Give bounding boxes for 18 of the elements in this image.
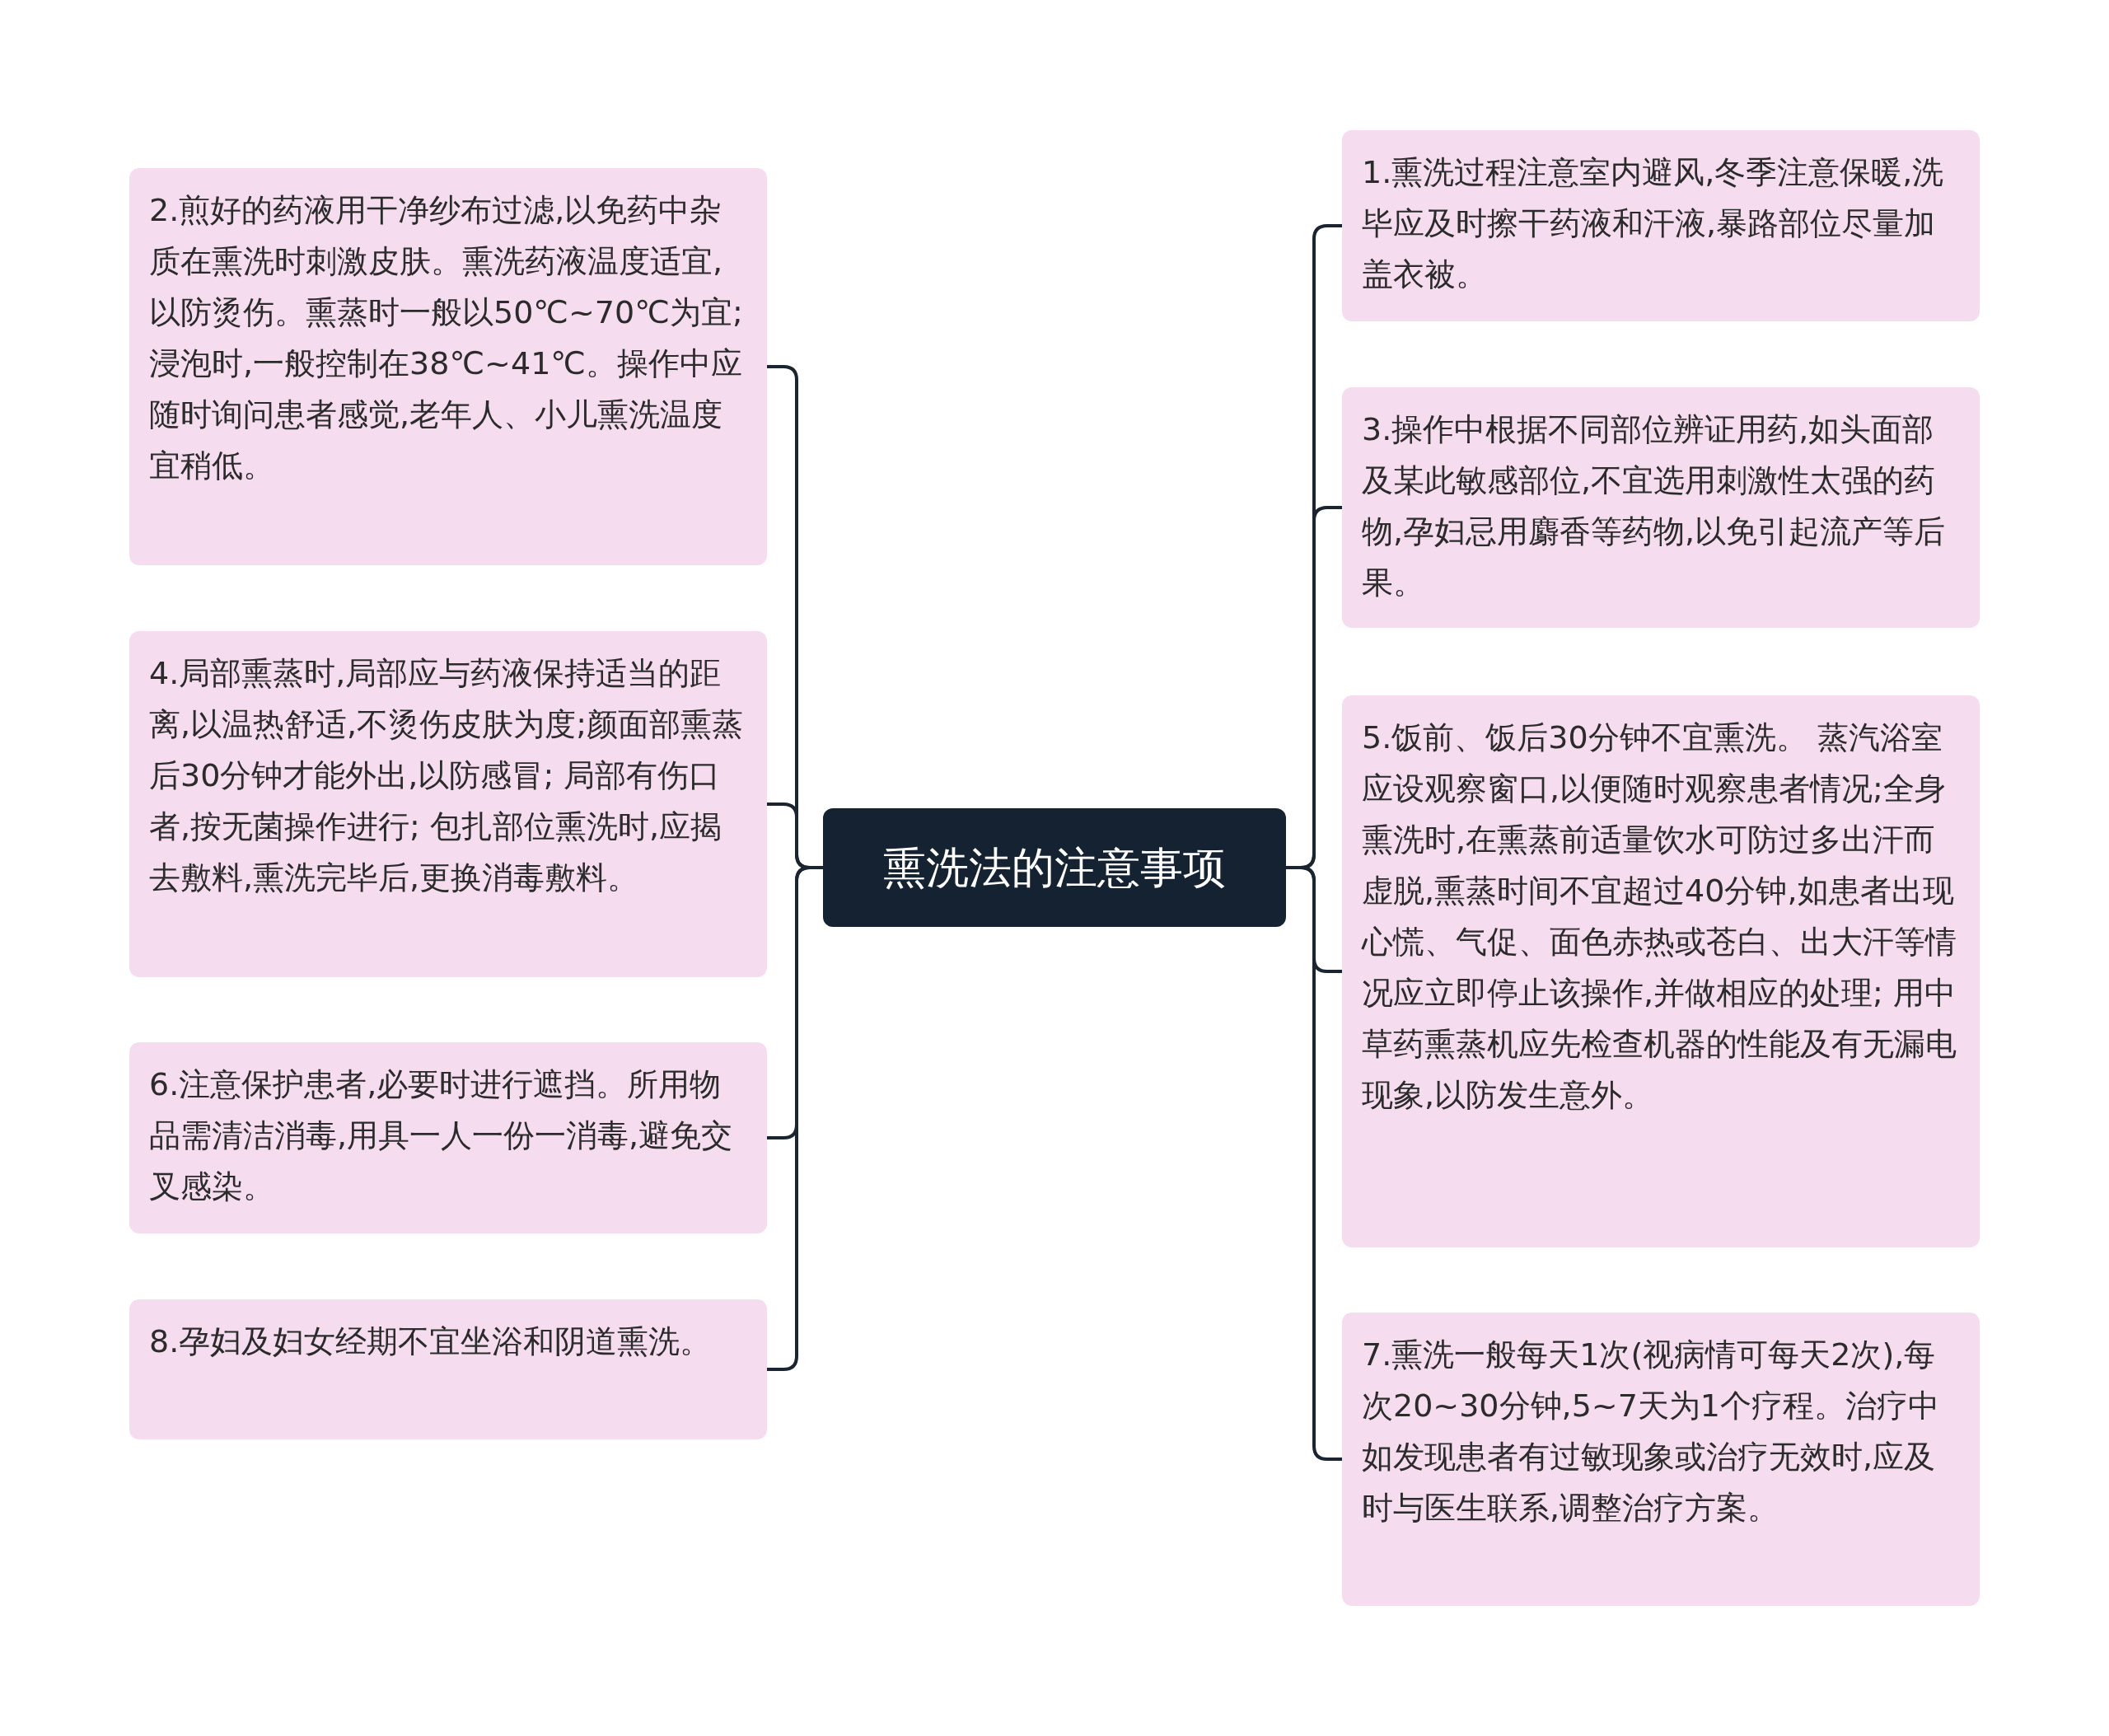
note-card <box>129 631 767 977</box>
topic-text: 熏洗法的注意事项 <box>883 841 1226 894</box>
note-card <box>129 1042 767 1233</box>
note-text: 8.孕妇及妇女经期不宜坐浴和阴道熏洗。 <box>149 1322 713 1361</box>
note-text: 7.熏洗一般每天1次(视病情可每天2次),每次20~30分钟,5~7天为1个疗程。治疗中如发现患者有过敏现象或治疗无效时,应及时与医生联系,调整治疗方案。 <box>1362 1336 1940 1528</box>
note-card <box>129 168 767 565</box>
note-card <box>1342 1313 1980 1606</box>
note-text: 2.煎好的药液用干净纱布过滤,以免药中杂质在熏洗时刺激皮肤。熏洗药液温度适宜,以防烫伤。熏蒸时一般以50℃~70℃为宜;浸泡时,一般控制在38℃~41℃。操作中应随时询问患者感觉,老年人、小儿熏洗温度宜稍低。 <box>149 191 744 485</box>
note-card <box>1342 387 1980 628</box>
note-card <box>1342 130 1980 321</box>
note-text: 3.操作中根据不同部位辨证用药,如头面部及某此敏感部位,不宜选用刺激性太强的药物,孕妇忌用麝香等药物,以免引起流产等后果。 <box>1362 410 1947 602</box>
note-text: 6.注意保护患者,必要时进行遮挡。所用物品需清洁消毒,用具一人一份一消毒,避免交叉感染。 <box>149 1065 734 1206</box>
note-text: 4.局部熏蒸时,局部应与药液保持适当的距离,以温热舒适,不烫伤皮肤为度;颜面部熏蒸后30分钟才能外出,以防感冒; 局部有伤口者,按无菌操作进行; 包扎部位熏洗时,应揭去敷料,熏洗完毕后,更换消毒敷料。 <box>149 654 744 897</box>
central-topic <box>823 808 1286 927</box>
note-text: 5.饭前、饭后30分钟不宜熏洗。 蒸汽浴室应设观察窗口,以便随时观察患者情况;全身熏洗时,在熏蒸前适量饮水可防过多出汗而虚脱,熏蒸时间不宜超过40分钟,如患者出现心慌、气促、面色赤热或苍白、出大汗等情况应立即停止该操作,并做相应的处理; 用中草药熏蒸机应先检查机器的性能及有无漏电现象,以防发生意外。 <box>1362 718 1957 1115</box>
note-card <box>1342 695 1980 1247</box>
note-text: 1.熏洗过程注意室内避风,冬季注意保暖,洗毕应及时擦干药液和汗液,暴路部位尽量加盖衣被。 <box>1362 153 1945 294</box>
note-card <box>129 1299 767 1439</box>
